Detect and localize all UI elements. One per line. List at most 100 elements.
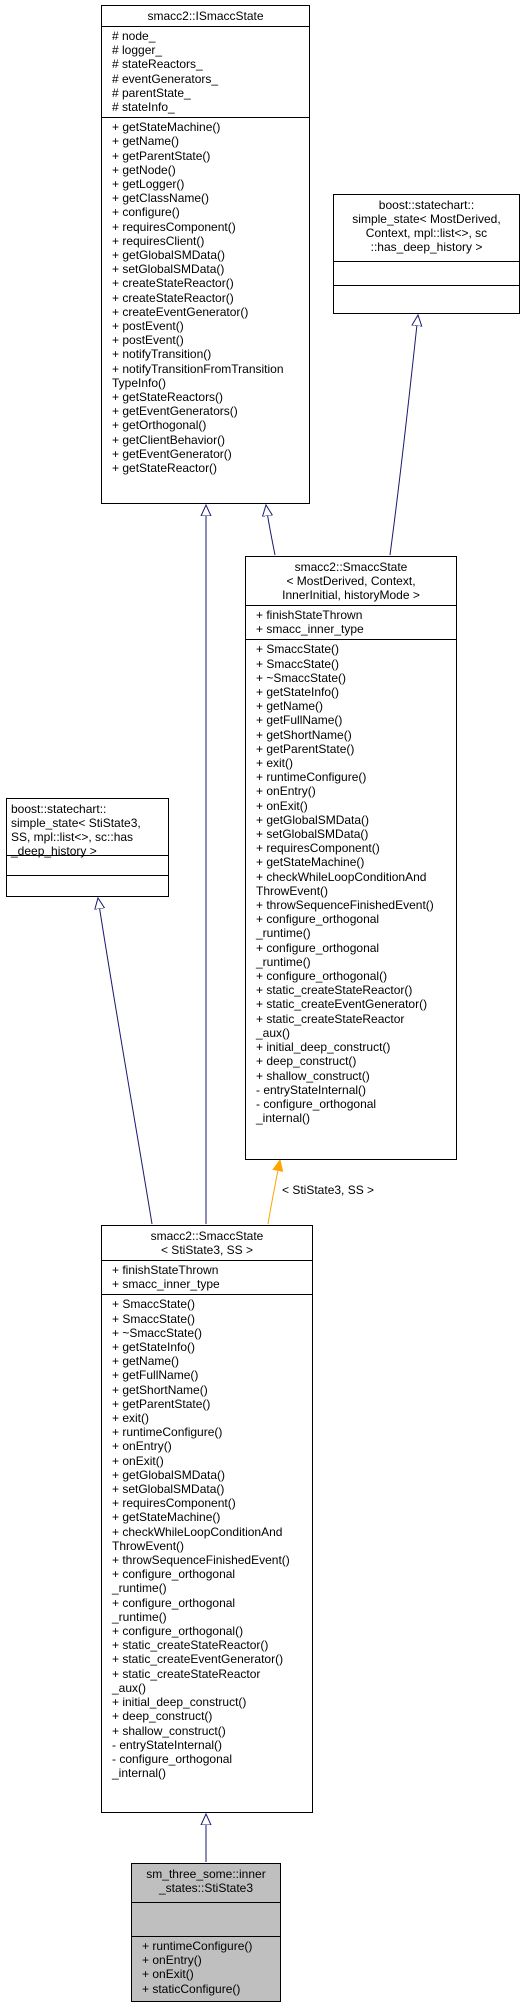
member-line: + getName()	[112, 134, 180, 149]
member-line: + getParentState()	[256, 741, 355, 756]
member-line: + finishStateThrown	[112, 1263, 219, 1277]
methods-section: + getStateMachine()+ getName()+ getParen…	[102, 117, 309, 478]
member-line: + getShortName()	[112, 1382, 208, 1397]
methods-section	[7, 875, 168, 896]
member-line: + getParentState()	[112, 148, 211, 163]
methods-section	[334, 285, 519, 313]
member-line: + getNode()	[112, 162, 176, 177]
edge-smacc-sti-to-smacc-template	[267, 1160, 280, 1225]
member-line: + getParentState()	[112, 1396, 211, 1411]
methods-section: + SmaccState()+ SmaccState()+ ~SmaccStat…	[246, 639, 456, 1128]
member-line: + configure_orthogonal _runtime()	[112, 1567, 236, 1596]
member-line: + getStateMachine()	[112, 120, 221, 135]
member-line: + getStateReactors()	[112, 390, 224, 405]
class-title: sm_three_some::inner _states::StiState3	[132, 1864, 280, 1902]
class-title: smacc2::SmaccState < MostDerived, Contex…	[282, 560, 420, 602]
member-line: # stateInfo_	[112, 100, 175, 115]
class-node-smaccstate-template[interactable]: smacc2::SmaccState < MostDerived, Contex…	[245, 556, 457, 1160]
member-line: + SmaccState()	[256, 642, 340, 657]
member-line: + configure_orthogonal _runtime()	[112, 1595, 236, 1624]
member-line: + SmaccState()	[112, 1311, 196, 1326]
member-line: + exit()	[256, 756, 294, 771]
member-line: # eventGenerators_	[112, 71, 219, 86]
member-line: + static_createEventGenerator()	[112, 1652, 284, 1667]
member-line: + shallow_construct()	[256, 1068, 370, 1083]
member-line: + onExit()	[112, 1453, 164, 1468]
member-line: + onExit()	[142, 1967, 194, 1982]
member-line: + createStateReactor()	[112, 290, 234, 305]
attributes-section	[334, 261, 519, 285]
member-line: + getGlobalSMData()	[256, 812, 370, 827]
member-line: # logger_	[112, 43, 163, 58]
member-line: + checkWhileLoopConditionAnd ThrowEvent(…	[112, 1524, 283, 1553]
member-line: + getStateInfo()	[112, 1340, 196, 1355]
member-line: + configure()	[112, 205, 180, 220]
member-line: + getEventGenerators()	[112, 404, 238, 419]
member-line: + createStateReactor()	[112, 276, 234, 291]
member-line: + runtimeConfigure()	[256, 770, 367, 785]
member-line: + requiresComponent()	[256, 841, 380, 856]
member-line: - configure_orthogonal _internal()	[112, 1751, 233, 1781]
member-line: + getOrthogonal()	[112, 418, 207, 433]
member-line: + finishStateThrown	[256, 608, 363, 622]
member-line: + throwSequenceFinishedEvent()	[256, 898, 434, 913]
member-line: + getEventGenerator()	[112, 446, 232, 461]
attributes-section: + finishStateThrown+ smacc_inner_type	[102, 1260, 312, 1294]
class-title: boost::statechart:: simple_state< MostDe…	[352, 198, 501, 254]
class-node-boost-simple-state-generic[interactable]: boost::statechart:: simple_state< MostDe…	[333, 194, 520, 314]
member-line: + SmaccState()	[112, 1297, 196, 1312]
member-line: + createEventGenerator()	[112, 304, 249, 319]
member-line: + getStateInfo()	[256, 685, 340, 700]
member-line: # parentState_	[112, 85, 191, 100]
member-line: # node_	[112, 29, 156, 43]
member-line: + getName()	[112, 1354, 180, 1369]
member-line: + smacc_inner_type	[112, 1277, 220, 1292]
class-node-stistate3[interactable]: sm_three_some::inner _states::StiState3 …	[131, 1863, 281, 2002]
member-line: + static_createStateReactor _aux()	[256, 1011, 405, 1040]
member-line: + configure_orthogonal _runtime()	[256, 912, 380, 941]
attributes-section	[7, 855, 168, 875]
methods-section: + SmaccState()+ SmaccState()+ ~SmaccStat…	[102, 1294, 312, 1783]
member-line: + configure_orthogonal _runtime()	[256, 940, 380, 969]
member-line: + exit()	[112, 1411, 150, 1426]
member-line: + setGlobalSMData()	[112, 262, 225, 277]
member-line: + postEvent()	[112, 319, 184, 334]
member-line: + runtimeConfigure()	[142, 1939, 253, 1953]
member-line: + initial_deep_construct()	[112, 1695, 247, 1710]
member-line: + configure_orthogonal()	[112, 1624, 244, 1639]
member-line: + ~SmaccState()	[112, 1325, 203, 1340]
member-line: - configure_orthogonal _internal()	[256, 1096, 377, 1126]
member-line: + initial_deep_construct()	[256, 1040, 391, 1055]
member-line: + smacc_inner_type	[256, 622, 364, 637]
member-line: + getStateMachine()	[256, 855, 365, 870]
edge-smacc-template-to-boost-generic	[389, 315, 418, 556]
member-line: + notifyTransition()	[112, 347, 212, 362]
member-line: + getFullName()	[256, 713, 343, 728]
class-node-ismaccstate[interactable]: smacc2::ISmaccState # node_# logger_# st…	[101, 5, 310, 504]
class-node-boost-simple-state-stistate3[interactable]: boost::statechart:: simple_state< StiSta…	[6, 798, 169, 897]
edge-smacc-sti-to-boost-sti	[98, 898, 153, 1225]
member-line: + deep_construct()	[112, 1709, 213, 1724]
member-line: + setGlobalSMData()	[112, 1482, 225, 1497]
member-line: + configure_orthogonal()	[256, 969, 388, 984]
member-line: + shallow_construct()	[112, 1723, 226, 1738]
member-line: + notifyTransitionFromTransition TypeInf…	[112, 361, 284, 390]
class-node-smaccstate-stistate3[interactable]: smacc2::SmaccState < StiState3, SS > + f…	[101, 1225, 313, 1813]
member-line: + getClientBehavior()	[112, 432, 226, 447]
attributes-section: + finishStateThrown+ smacc_inner_type	[246, 605, 456, 639]
member-line: - entryStateInternal()	[112, 1737, 223, 1752]
member-line: + static_createStateReactor()	[112, 1638, 269, 1653]
member-line: + onEntry()	[112, 1439, 172, 1454]
member-line: + requiresComponent()	[112, 219, 236, 234]
member-line: + requiresComponent()	[112, 1496, 236, 1511]
member-line: + throwSequenceFinishedEvent()	[112, 1553, 290, 1568]
member-line: + static_createStateReactor _aux()	[112, 1666, 261, 1695]
attributes-section: # node_# logger_# stateReactors_# eventG…	[102, 26, 309, 117]
member-line: + getStateMachine()	[112, 1510, 221, 1525]
member-line: + onEntry()	[142, 1953, 202, 1968]
member-line: + SmaccState()	[256, 656, 340, 671]
member-line: + requiresClient()	[112, 233, 205, 248]
member-line: + getGlobalSMData()	[112, 248, 226, 263]
member-line: + getGlobalSMData()	[112, 1467, 226, 1482]
